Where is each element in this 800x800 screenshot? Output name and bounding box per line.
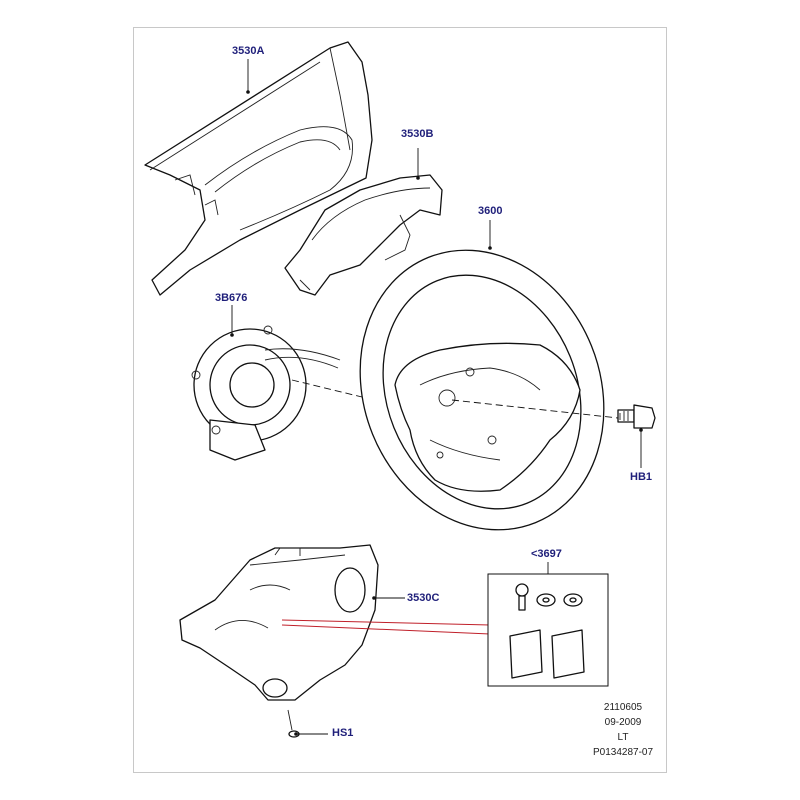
callout-3530a[interactable]: 3530A [232, 45, 265, 57]
part-3530c-lower-shroud[interactable] [179, 544, 379, 701]
footer-reference: P0134287-07 [592, 747, 654, 758]
callout-3b676[interactable]: 3B676 [215, 292, 248, 304]
callout-3530b[interactable]: 3530B [401, 128, 434, 140]
callout-hs1[interactable]: HS1 [332, 727, 354, 739]
part-3697-fixing-kit[interactable] [487, 573, 609, 687]
part-3600-steering-wheel[interactable] [319, 213, 645, 567]
callout-3530c[interactable]: 3530C [407, 592, 440, 604]
footer-region: LT [617, 732, 629, 743]
leader-hs1-dot [294, 732, 298, 736]
part-3530b-column-cover[interactable] [284, 174, 443, 296]
part-hb1-bolt[interactable] [617, 404, 656, 429]
assembly-axis-line [291, 379, 619, 419]
footer-code: 2110605 [603, 702, 643, 713]
leader-3530b-dot [416, 176, 420, 180]
callout-3600[interactable]: 3600 [478, 205, 503, 217]
leader-3530c-dot [372, 596, 376, 600]
part-3b676-clockspring[interactable] [191, 325, 341, 461]
kit-highlight-leaders [281, 619, 491, 635]
callout-3697[interactable]: <3697 [531, 548, 562, 560]
leader-3530a-dot [246, 90, 250, 94]
footer-date: 09-2009 [604, 717, 642, 728]
part-3530a-upper-shroud[interactable] [144, 41, 373, 296]
leader-hb1-dot [639, 428, 643, 432]
leader-3b676-dot [230, 333, 234, 337]
leader-3600-dot [488, 246, 492, 250]
callout-hb1[interactable]: HB1 [630, 471, 653, 483]
